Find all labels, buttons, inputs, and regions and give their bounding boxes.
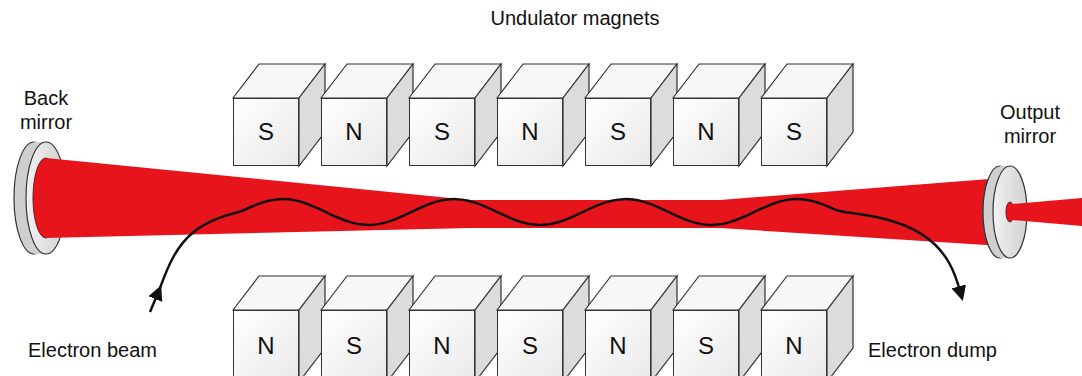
pole-letter: N <box>433 332 450 360</box>
magnet-side <box>827 276 853 376</box>
magnet-face: N <box>409 310 475 376</box>
pole-letter: N <box>697 118 714 146</box>
pole-letter: N <box>785 332 802 360</box>
mirror-label: Output mirror <box>985 100 1075 148</box>
laser-beam <box>46 158 1002 246</box>
magnet-face: S <box>409 98 475 166</box>
magnet-face: N <box>497 98 563 166</box>
pole-letter: N <box>257 332 274 360</box>
electron-entry-arrow <box>150 288 160 312</box>
magnet-face: N <box>761 310 827 376</box>
beam-label: Electron beam <box>28 338 228 362</box>
magnet-face: S <box>321 310 387 376</box>
magnet-face: N <box>673 98 739 166</box>
pole-letter: S <box>610 118 626 146</box>
pole-letter: N <box>521 118 538 146</box>
mirror-label: Back mirror <box>8 86 84 134</box>
magnet-face: N <box>321 98 387 166</box>
magnet-face: S <box>585 98 651 166</box>
magnet-face: S <box>497 310 563 376</box>
magnet-face: N <box>585 310 651 376</box>
pole-letter: N <box>609 332 626 360</box>
pole-letter: S <box>522 332 538 360</box>
magnet-side <box>827 64 853 166</box>
beam-label: Electron dump <box>868 338 1073 362</box>
electron-path <box>160 199 962 298</box>
magnet-face: S <box>761 98 827 166</box>
pole-letter: S <box>258 118 274 146</box>
pole-letter: S <box>698 332 714 360</box>
pole-letter: S <box>786 118 802 146</box>
output-mirror <box>983 166 1082 258</box>
title-label: Undulator magnets <box>395 6 755 30</box>
pole-letter: N <box>345 118 362 146</box>
pole-letter: S <box>346 332 362 360</box>
magnet-face: N <box>233 310 299 376</box>
magnet-face: S <box>233 98 299 166</box>
pole-letter: S <box>434 118 450 146</box>
magnet-face: S <box>673 310 739 376</box>
